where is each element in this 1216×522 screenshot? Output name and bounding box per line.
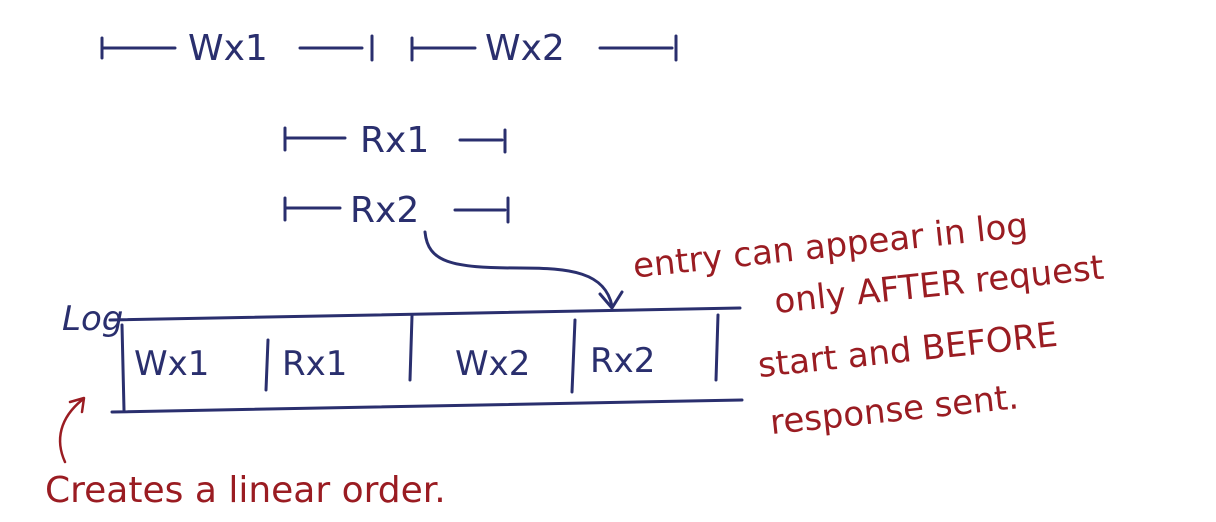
write-timeline: Wx1 Wx2 [100, 28, 678, 69]
append-arrow [423, 230, 624, 310]
rx1-label: Rx1 [360, 120, 429, 161]
log-entry-4: Rx2 [590, 341, 655, 381]
linear-order-note: Creates a linear order. [45, 396, 446, 511]
log-entry-3: Wx2 [455, 344, 530, 384]
note-line-4: response sent. [768, 377, 1020, 443]
wx2-label: Wx2 [485, 28, 565, 69]
log-entry-1: Wx1 [134, 344, 209, 384]
read-interval-rx2: Rx2 [283, 190, 510, 231]
log-entry-2: Rx1 [282, 344, 347, 384]
write-interval-wx2: Wx2 [410, 28, 678, 69]
append-rule-note: entry can appear in log only AFTER reque… [631, 205, 1106, 443]
wx1-label: Wx1 [188, 28, 268, 69]
log: Log Wx1 Rx1 Wx2 Rx2 [62, 299, 744, 414]
read-interval-rx1: Rx1 [283, 120, 507, 161]
rx2-label: Rx2 [350, 190, 419, 231]
linear-order-text: Creates a linear order. [45, 470, 446, 511]
note-line-3: start and BEFORE [756, 315, 1060, 386]
write-interval-wx1: Wx1 [100, 28, 374, 69]
